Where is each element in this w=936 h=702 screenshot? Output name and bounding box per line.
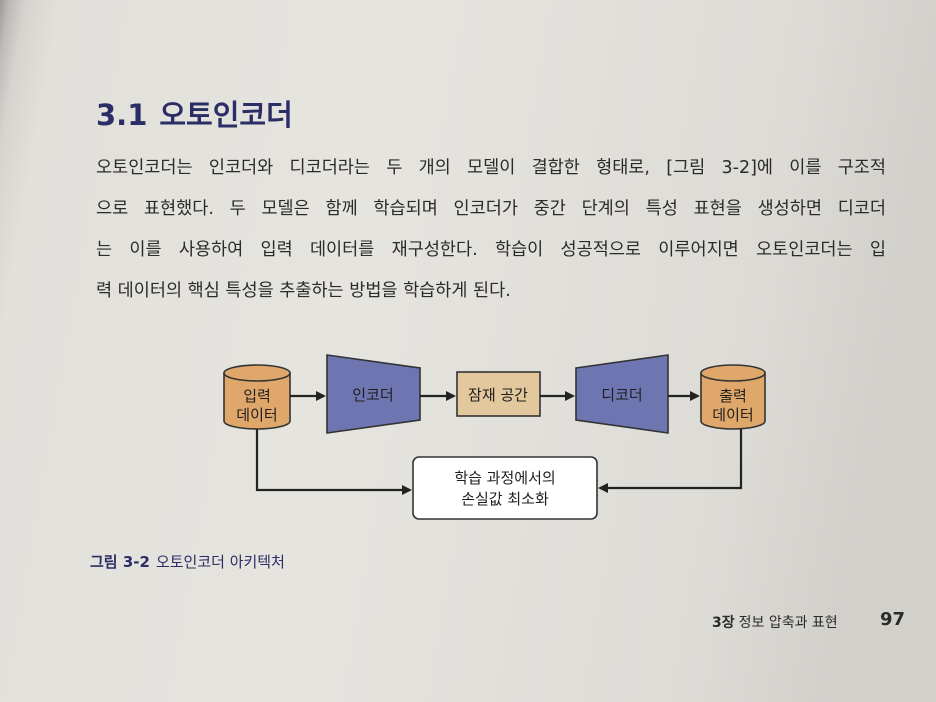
arrow-input-to-loss <box>255 429 412 495</box>
loss-label-line1: 학습 과정에서의 <box>454 469 555 487</box>
decoder-label: 디코더 <box>601 386 642 404</box>
paragraph-line: 오토인코더는 인코더와 디코더라는 두 개의 모델이 결합한 형태로, [그림 … <box>96 158 886 178</box>
input-label-line2: 데이터 <box>236 406 277 424</box>
paragraph-line: 으로 표현했다. 두 모델은 함께 학습되며 인코더가 중간 단계의 특성 표현… <box>96 199 886 219</box>
loss-label-line2: 손실값 최소화 <box>461 490 549 508</box>
encoder-label: 인코더 <box>352 386 393 404</box>
page-number: 97 <box>880 609 906 630</box>
section-number: 3.1 <box>96 98 148 132</box>
latent-label: 잠재 공간 <box>468 386 528 404</box>
section-title: 3.1 오토인코더 <box>96 92 293 134</box>
output-label-line2: 데이터 <box>712 406 753 424</box>
latent-space-box: 잠재 공간 <box>456 371 541 417</box>
input-label-line1: 입력 <box>243 387 271 405</box>
figure-label: 그림 3-2 <box>90 553 150 571</box>
section-title-text: 오토인코더 <box>159 98 293 132</box>
chapter-number: 3장 <box>712 615 735 631</box>
autoencoder-diagram: 입력 데이터 인코더 잠재 공간 디코더 출력 데이터 학습 과정에서의 손실값… <box>223 354 766 520</box>
input-data-cylinder: 입력 데이터 <box>223 364 291 430</box>
paragraph-line: 는 이를 사용하여 입력 데이터를 재구성한다. 학습이 성공적으로 이루어지면… <box>96 240 886 260</box>
chapter-title: 정보 압축과 표현 <box>738 615 838 631</box>
output-data-cylinder: 출력 데이터 <box>700 364 766 430</box>
loss-minimization-box: 학습 과정에서의 손실값 최소화 <box>412 456 598 520</box>
figure-caption: 그림 3-2 오토인코더 아키텍처 <box>90 551 285 572</box>
figure-caption-text: 오토인코더 아키텍처 <box>155 553 285 571</box>
arrow-output-to-loss <box>598 429 743 493</box>
decoder-block: 디코더 <box>575 354 669 434</box>
output-label-line1: 출력 <box>719 387 747 405</box>
body-paragraph: 오토인코더는 인코더와 디코더라는 두 개의 모델이 결합한 형태로, [그림 … <box>96 148 886 312</box>
paragraph-line: 력 데이터의 핵심 특성을 추출하는 방법을 학습하게 된다. <box>96 281 511 301</box>
encoder-block: 인코더 <box>326 354 421 434</box>
